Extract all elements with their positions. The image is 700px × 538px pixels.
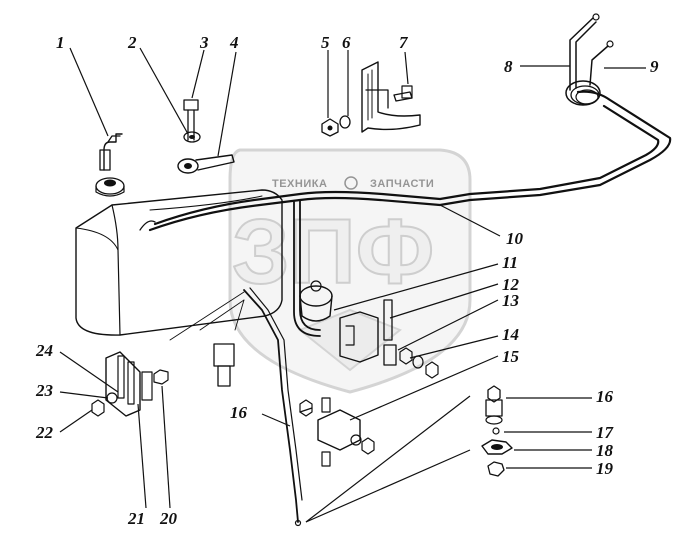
part-7-bracket bbox=[361, 61, 421, 133]
pipe-coil bbox=[565, 13, 614, 106]
callout-13: 13 bbox=[502, 291, 520, 310]
callout-2: 2 bbox=[127, 33, 137, 52]
drain-valve-stack bbox=[481, 385, 513, 477]
fuel-filter bbox=[299, 280, 333, 322]
watermark-text-left: ТЕХНИКА bbox=[272, 178, 327, 190]
callout-numbers: 1 2 3 4 5 6 7 8 9 10 11 12 13 14 15 16 1… bbox=[35, 33, 659, 528]
grommet bbox=[95, 177, 125, 197]
watermark-emblem bbox=[298, 308, 402, 372]
watermark-shield bbox=[228, 148, 472, 394]
callout-8: 8 bbox=[504, 57, 513, 76]
callout-17: 17 bbox=[596, 423, 615, 442]
callout-20: 20 bbox=[159, 509, 178, 528]
callout-1: 1 bbox=[56, 33, 65, 52]
watermark: ТЕХНИКА ЗАПЧАСТИ ЗПФ bbox=[228, 148, 472, 394]
callout-15: 15 bbox=[502, 347, 520, 366]
part-3-bolt bbox=[183, 99, 199, 141]
watermark-big-letters: ЗПФ bbox=[232, 201, 434, 303]
part-6-washer bbox=[339, 115, 351, 129]
callout-18: 18 bbox=[596, 441, 614, 460]
callout-5: 5 bbox=[321, 33, 330, 52]
callout-4: 4 bbox=[229, 33, 239, 52]
part-sleeve bbox=[213, 343, 235, 387]
fuel-lines bbox=[139, 13, 672, 527]
callout-16-left: 16 bbox=[230, 403, 248, 422]
part-1-fitting bbox=[99, 133, 123, 171]
callout-10: 10 bbox=[506, 229, 524, 248]
callout-6: 6 bbox=[342, 33, 351, 52]
lower-clamp bbox=[299, 397, 375, 467]
clamp-assembly bbox=[339, 299, 439, 379]
part-2-washer bbox=[183, 131, 201, 143]
callout-24: 24 bbox=[35, 341, 53, 360]
callout-14: 14 bbox=[502, 325, 519, 344]
callout-3: 3 bbox=[199, 33, 209, 52]
leader-lines bbox=[59, 47, 646, 523]
left-bracket bbox=[91, 351, 169, 417]
callout-23: 23 bbox=[35, 381, 54, 400]
callout-19: 19 bbox=[596, 459, 614, 478]
callout-9: 9 bbox=[650, 57, 659, 76]
callout-11: 11 bbox=[502, 253, 518, 272]
callout-12: 12 bbox=[502, 275, 520, 294]
callout-22: 22 bbox=[35, 423, 54, 442]
callout-7: 7 bbox=[399, 33, 409, 52]
part-4-banjo bbox=[177, 154, 235, 174]
part-5-nut bbox=[321, 118, 339, 137]
fuel-tank bbox=[75, 189, 283, 336]
gear-icon bbox=[344, 176, 358, 190]
callout-21: 21 bbox=[127, 509, 145, 528]
watermark-text-right: ЗАПЧАСТИ bbox=[370, 178, 434, 190]
callout-16-right: 16 bbox=[596, 387, 614, 406]
